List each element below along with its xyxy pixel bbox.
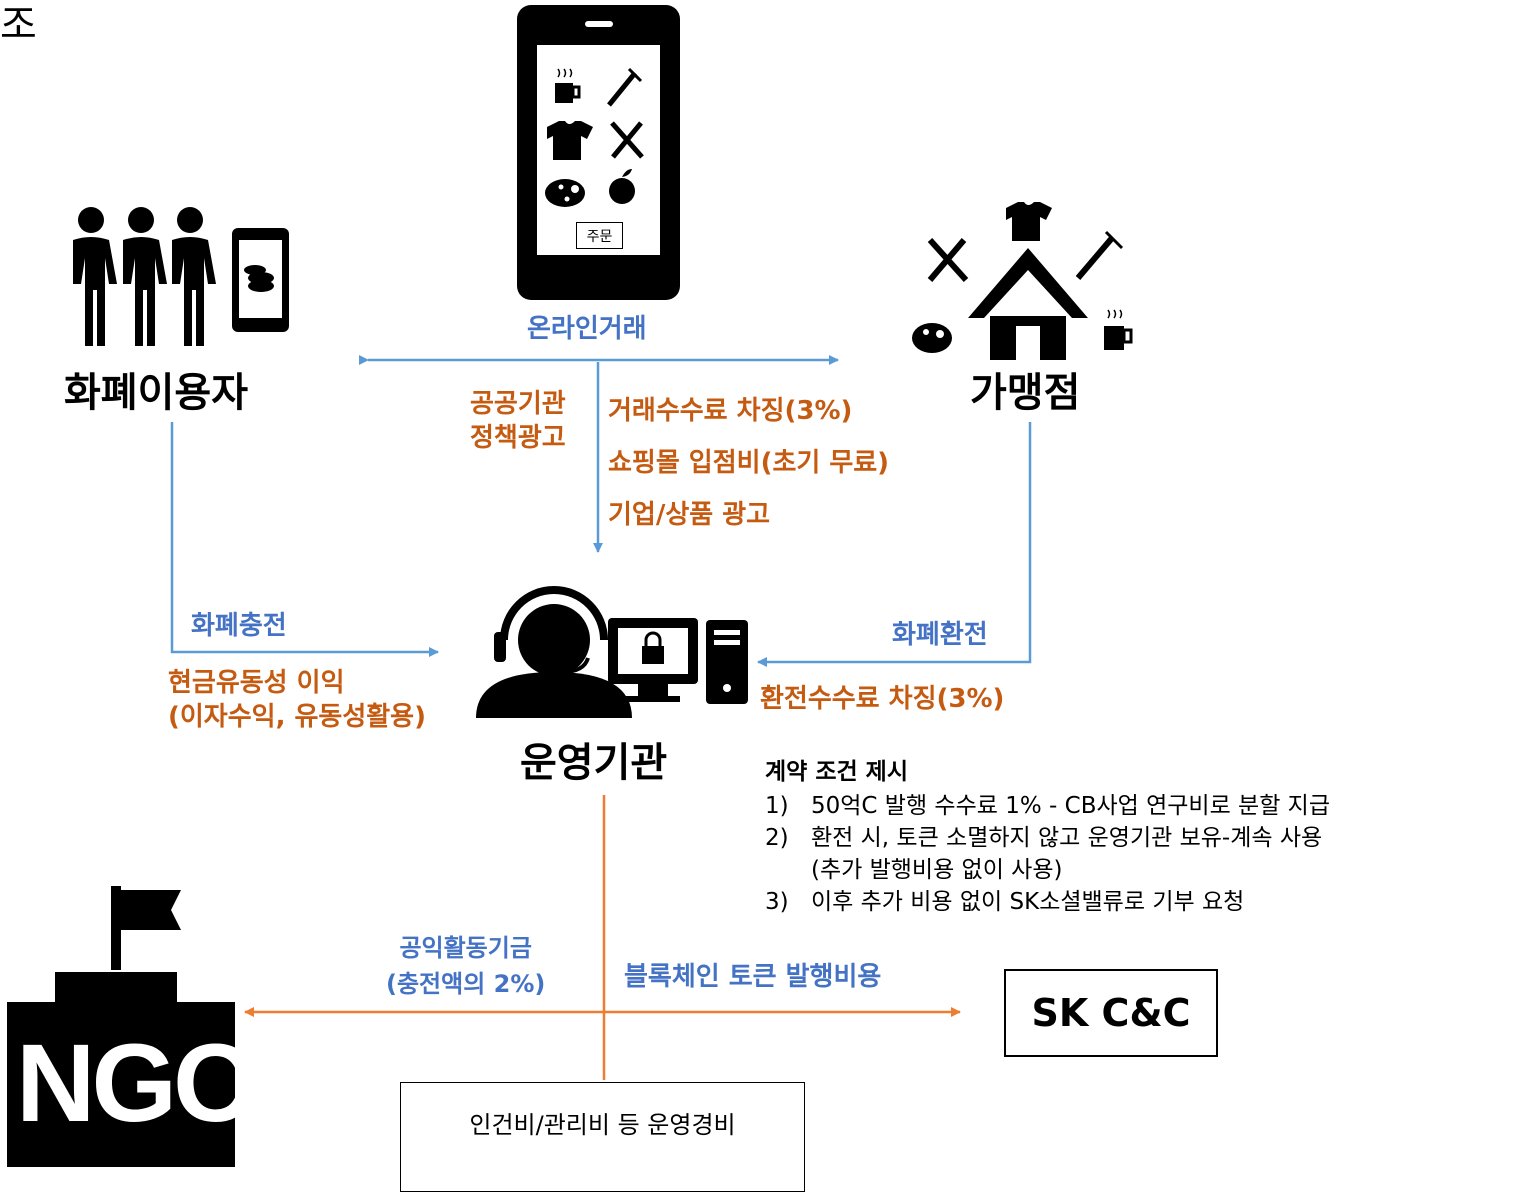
token-cost-label: 블록체인 토큰 발행비용 — [624, 962, 882, 992]
merchant-store-icon — [912, 202, 1133, 360]
order-button[interactable]: 주문 — [576, 222, 623, 249]
operator-label: 운영기관 — [520, 740, 668, 786]
revenue-item: 기업/상품 광고 — [608, 500, 771, 530]
revenue-item: 거래수수료 차징(3%) — [608, 396, 853, 426]
online-trade-label: 온라인거래 — [527, 314, 647, 344]
contract-item: 3)이후 추가 비용 없이 SK소셜밸류로 기부 요청 — [765, 889, 1245, 915]
exchange-fee-label: 환전수수료 차징(3%) — [760, 684, 1005, 714]
opex-box: 인건비/관리비 등 운영경비 — [400, 1082, 805, 1192]
corner-text: 조 — [0, 2, 37, 48]
users-group-icon — [73, 207, 289, 346]
users-label: 화폐이용자 — [64, 370, 248, 416]
shopping-phone-icon — [517, 5, 680, 300]
sk-cc-box: SK C&C — [1004, 969, 1218, 1057]
ngo-building-icon — [7, 886, 235, 1167]
exchange-arrow — [757, 422, 1032, 667]
merchants-label: 가맹점 — [970, 370, 1081, 416]
contract-title: 계약 조건 제시 — [765, 759, 908, 785]
connector-lines — [170, 355, 1032, 1080]
public-fund-label: 공익활동기금 (충전액의 2%) — [386, 934, 546, 998]
revenue-item: 쇼핑몰 입점비(초기 무료) — [608, 448, 890, 478]
liquidity-label: 현금유동성 이익 (이자수익, 유동성활용) — [168, 668, 426, 732]
operator-helpdesk-icon — [476, 586, 748, 718]
public-ad-label: 공공기관 정책광고 — [470, 389, 566, 453]
ngo-label: NGO — [16, 1022, 259, 1145]
contract-item: 1)50억C 발행 수수료 1% - CB사업 연구비로 분할 지급 — [765, 793, 1330, 819]
contract-item: (추가 발행비용 없이 사용) — [811, 857, 1063, 883]
charge-label: 화폐충전 — [191, 611, 287, 641]
contract-item: 2)환전 시, 토큰 소멸하지 않고 운영기관 보유-계속 사용 — [765, 825, 1323, 851]
contract-list: 1)50억C 발행 수수료 1% - CB사업 연구비로 분할 지급 2)환전 … — [765, 790, 1330, 918]
charge-arrow — [170, 422, 439, 657]
exchange-label: 화폐환전 — [892, 620, 988, 650]
